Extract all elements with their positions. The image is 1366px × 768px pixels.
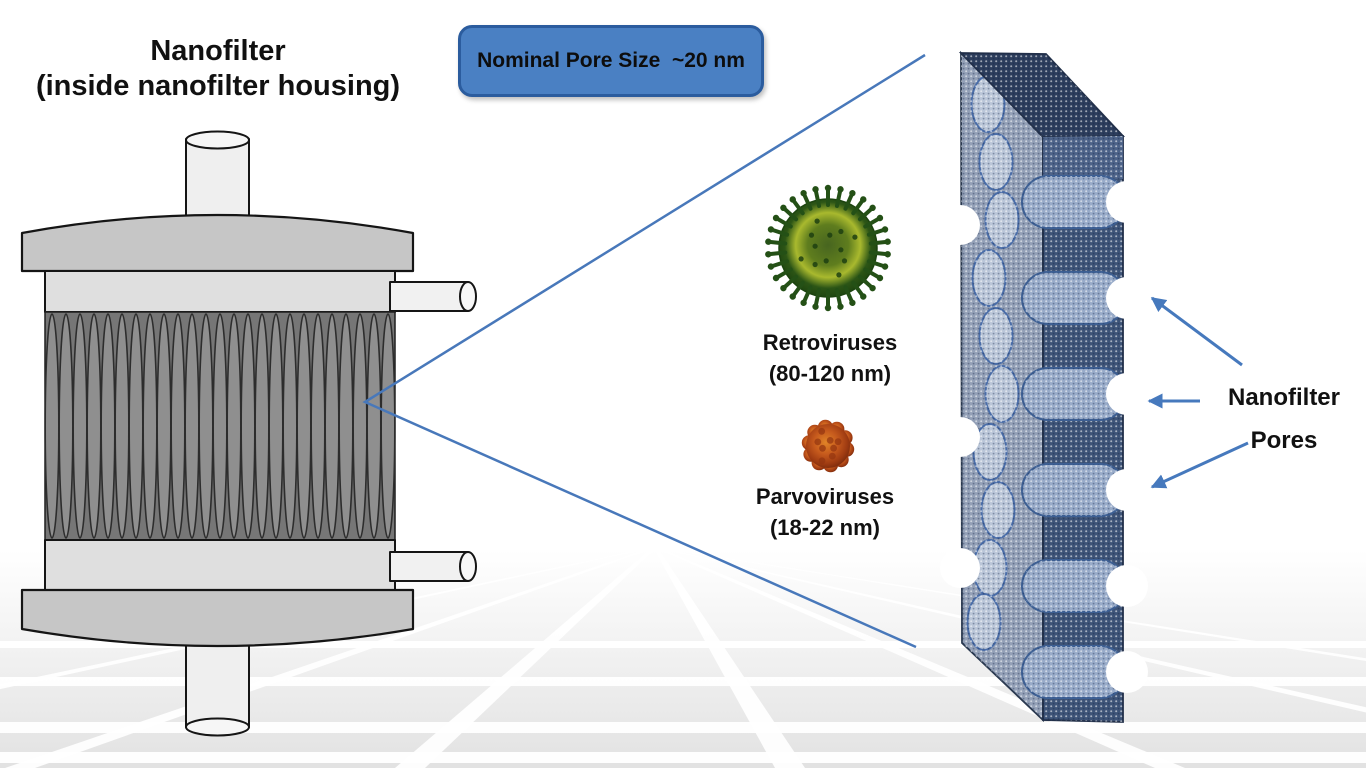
parvovirus-icon [801,419,855,473]
pore-size-badge-text: Nominal Pore Size ~20 nm [477,49,745,72]
upper-collar-band [44,270,396,313]
membrane-cross-section [940,50,1148,723]
page-title: Nanofilter (inside nanofilter housing) [18,34,418,104]
retrovirus-name: Retroviruses [762,330,898,355]
filter-pleats [44,313,396,539]
bottom-end-cap [20,588,415,648]
retrovirus-label: Retroviruses (80-120 nm) [738,327,922,389]
parvovirus-name: Parvoviruses [755,484,895,509]
top-face-texture [961,53,1123,137]
retrovirus-size: (80-120 nm) [768,361,892,386]
upper-side-port [389,281,477,312]
pore-arrow-top [1150,296,1243,367]
pleated-filter-element [44,311,396,541]
top-inlet-pipe [185,130,250,226]
top-end-cap [20,213,415,273]
page-title-line1: Nanofilter [150,35,286,67]
parvovirus-label: Parvoviruses (18-22 nm) [733,481,917,543]
parvovirus-size: (18-22 nm) [769,515,881,540]
nanofilter-cartridge-illustration [20,130,477,737]
retrovirus-spikes [765,184,891,312]
membrane-right-pore-notches [1106,181,1148,693]
nanofilter-pores-line2: Pores [1250,427,1318,454]
page-title-line2: (inside nanofilter housing) [35,70,401,102]
front-face-texture [961,53,1043,720]
lower-collar-band [44,539,396,591]
pore-arrows [1147,296,1249,489]
retrovirus-icon [765,184,891,312]
lower-side-port [389,551,477,582]
membrane-left-pore-notches [940,205,980,588]
nanofilter-pores-label: Nanofilter Pores [1222,376,1346,462]
pore-size-badge: Nominal Pore Size ~20 nm [458,25,764,97]
nanofilter-pores-line1: Nanofilter [1227,384,1340,411]
membrane-pore-channels [1021,175,1127,699]
magnification-lines [362,53,926,649]
pore-arrow-bottom [1150,441,1249,489]
floor-horizontal-lines [0,641,1366,763]
